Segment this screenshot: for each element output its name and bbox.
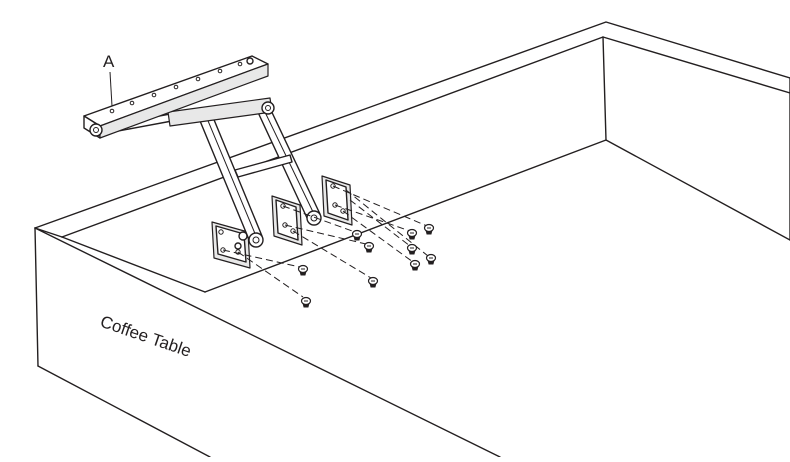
table-inner-front-wall bbox=[61, 236, 206, 293]
screw bbox=[409, 259, 421, 271]
screw bbox=[297, 264, 309, 276]
screw bbox=[423, 223, 435, 235]
screw bbox=[406, 243, 418, 255]
screw bbox=[363, 241, 375, 253]
screw bbox=[351, 229, 363, 241]
table-inner-floor-left bbox=[204, 139, 607, 293]
mounting-bracket-right bbox=[321, 175, 353, 226]
screw bbox=[406, 228, 418, 240]
screw bbox=[300, 296, 312, 308]
mounting-bracket-middle bbox=[271, 195, 303, 246]
screw-group bbox=[297, 223, 437, 308]
table-front-left-edge bbox=[34, 227, 39, 367]
alignment-lines bbox=[222, 185, 429, 298]
linkage-bar bbox=[234, 154, 293, 178]
lift-arm-front bbox=[197, 109, 263, 243]
screw bbox=[425, 253, 437, 265]
pivot-joints bbox=[234, 210, 322, 250]
screw bbox=[367, 276, 379, 288]
leader-line-a bbox=[109, 71, 113, 107]
table-top-inner-edge bbox=[61, 36, 790, 238]
top-plate-part-a bbox=[83, 55, 269, 139]
part-a-label: A bbox=[103, 52, 115, 71]
table-inner-back-corner bbox=[602, 36, 607, 141]
table-front-bottom-edge bbox=[37, 365, 211, 458]
table-inner-floor-right bbox=[605, 139, 790, 241]
table-front-top-edge bbox=[34, 227, 501, 458]
